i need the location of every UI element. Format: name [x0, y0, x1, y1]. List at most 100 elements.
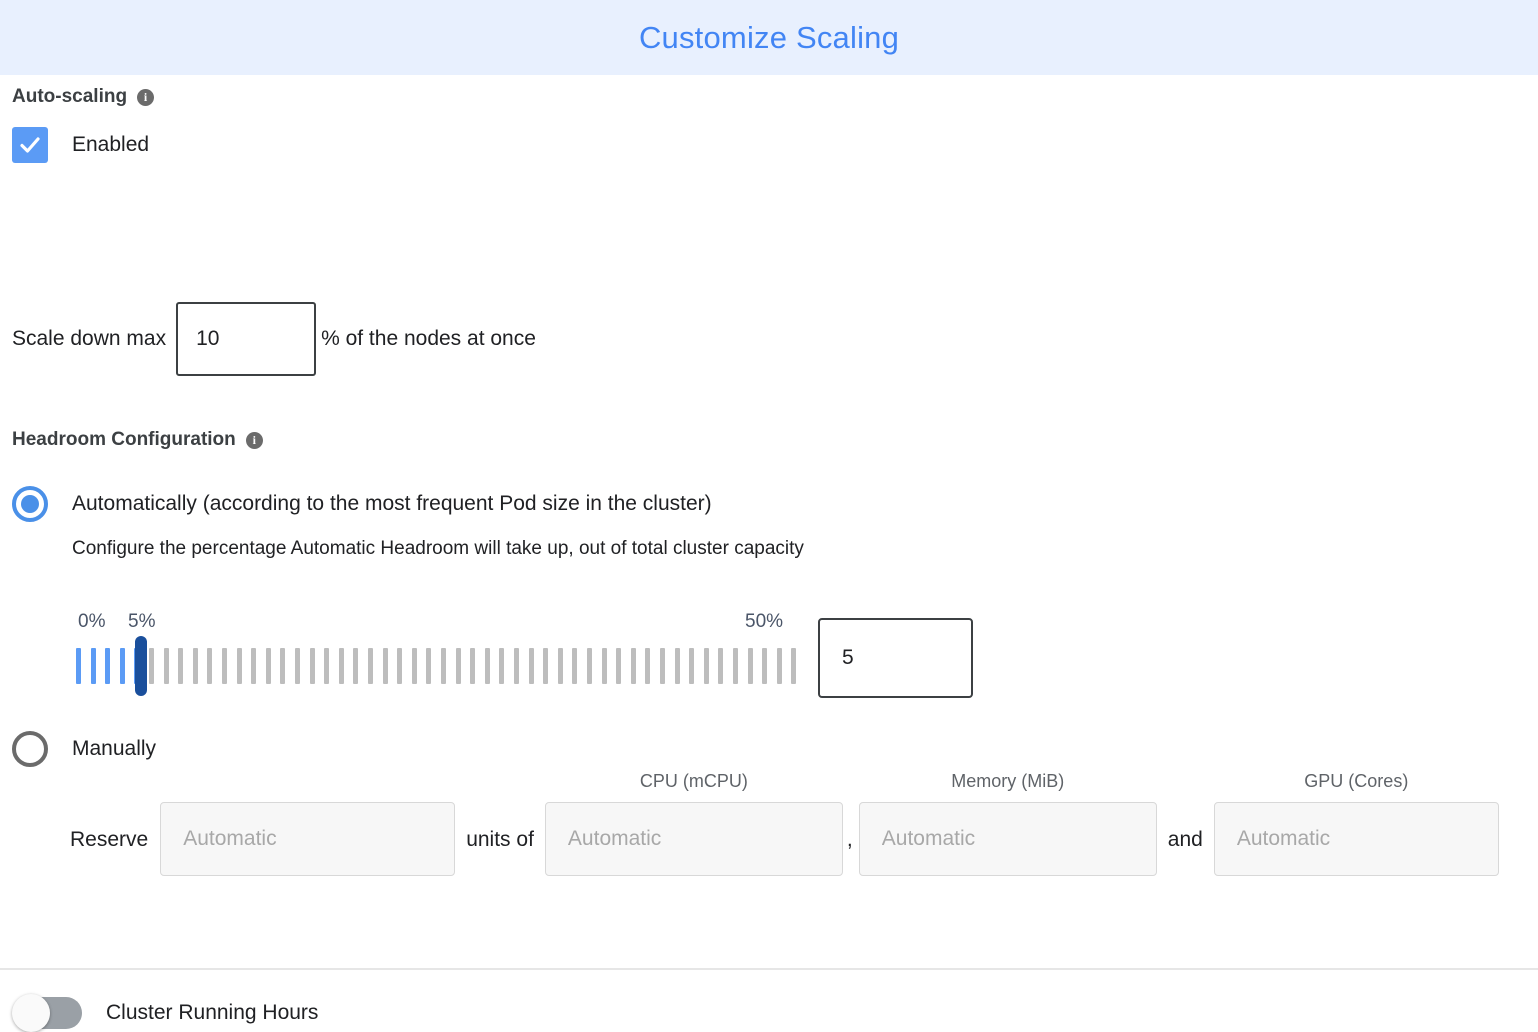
cpu-input[interactable]: [544, 802, 843, 876]
slider-tick: [411, 648, 417, 684]
auto-scaling-enabled-checkbox[interactable]: [12, 127, 48, 163]
comma-separator: ,: [846, 828, 853, 851]
slider-tick: [265, 648, 271, 684]
headroom-automatic-description: Configure the percentage Automatic Headr…: [72, 538, 804, 559]
slider-tick: [295, 648, 300, 684]
slider-tick: [747, 648, 753, 684]
reserve-label: Reserve: [70, 828, 149, 851]
slider-tick: [528, 648, 534, 684]
slider-tick: [455, 648, 461, 684]
auto-scaling-enabled-label: Enabled: [72, 133, 150, 156]
headroom-percentage-slider[interactable]: 0% 5% 50%: [0, 605, 1000, 715]
slider-track[interactable]: [76, 636, 810, 696]
radio-dot-icon: [21, 495, 39, 513]
slider-tick: [192, 648, 198, 684]
cluster-running-hours-toggle[interactable]: [12, 994, 82, 1032]
cluster-running-hours-label: Cluster Running Hours: [106, 1001, 319, 1024]
slider-tick: [105, 648, 111, 684]
slider-tick: [645, 648, 651, 684]
slider-tick: [689, 648, 695, 684]
slider-min-label: 0%: [78, 611, 106, 632]
auto-scaling-label-text: Auto-scaling: [12, 86, 128, 107]
gpu-input[interactable]: [1213, 802, 1499, 876]
slider-tick: [149, 648, 154, 684]
slider-tick: [397, 648, 403, 684]
slider-tick: [572, 648, 578, 684]
slider-tick: [163, 648, 169, 684]
slider-tick: [236, 648, 242, 684]
headroom-option-manual-row[interactable]: Manually: [12, 731, 156, 767]
gpu-caption: GPU (Cores): [1304, 771, 1409, 791]
slider-tick: [718, 648, 724, 684]
check-icon: [20, 137, 40, 153]
reserve-units-input[interactable]: [160, 802, 456, 876]
slider-tick: [119, 648, 125, 684]
slider-tick: [222, 648, 227, 684]
info-icon[interactable]: i: [137, 88, 155, 106]
slider-tick: [660, 648, 665, 684]
slider-tick: [776, 648, 782, 684]
gpu-field-group: GPU (Cores): [1213, 771, 1499, 876]
slider-tick: [207, 648, 213, 684]
slider-value-label: 5%: [128, 611, 156, 632]
slider-tick: [514, 648, 519, 684]
slider-tick: [338, 648, 344, 684]
slider-tick: [382, 648, 388, 684]
slider-tick: [484, 648, 490, 684]
headroom-option-manual-label: Manually: [72, 737, 157, 760]
auto-scaling-section-label: Auto-scaling i: [12, 86, 155, 108]
slider-tick: [587, 648, 592, 684]
scale-down-max-row: Scale down max % of the nodes at once: [12, 302, 536, 376]
scale-down-max-suffix: % of the nodes at once: [321, 327, 536, 350]
dialog-header: Customize Scaling: [0, 0, 1538, 75]
slider-tick: [368, 648, 373, 684]
slider-max-label: 50%: [745, 611, 784, 632]
scale-down-max-input[interactable]: [176, 302, 317, 376]
slider-tick: [557, 648, 563, 684]
headroom-option-automatic-label: Automatically (according to the most fre…: [72, 492, 712, 515]
auto-scaling-enabled-row[interactable]: Enabled: [12, 127, 149, 163]
memory-input[interactable]: [858, 802, 1157, 876]
slider-tick: [499, 648, 505, 684]
slider-tick: [616, 648, 622, 684]
page-title: Customize Scaling: [638, 19, 900, 55]
headroom-section-label: Headroom Configuration i: [12, 429, 263, 451]
cpu-caption: CPU (mCPU): [639, 771, 748, 791]
slider-tick: [674, 648, 680, 684]
slider-tick: [76, 648, 81, 684]
units-of-label: units of: [466, 828, 534, 851]
manual-reserve-row: Reserve units of CPU (mCPU) , Memory (Mi…: [70, 771, 1499, 876]
scale-down-max-label: Scale down max: [12, 327, 167, 350]
and-label: and: [1167, 828, 1203, 851]
slider-tick: [280, 648, 286, 684]
headroom-radio-automatic[interactable]: [12, 486, 48, 522]
cluster-running-hours-row[interactable]: Cluster Running Hours: [12, 994, 319, 1032]
slider-tick: [426, 648, 432, 684]
info-icon[interactable]: i: [245, 431, 263, 449]
slider-tick: [90, 648, 96, 684]
bottom-divider: [0, 968, 1538, 970]
slider-tick: [178, 648, 184, 684]
headroom-option-automatic-row[interactable]: Automatically (according to the most fre…: [12, 486, 712, 522]
headroom-radio-manual[interactable]: [12, 731, 48, 767]
slider-handle[interactable]: [134, 636, 147, 696]
slider-tick: [601, 648, 607, 684]
headroom-label-text: Headroom Configuration: [12, 429, 236, 450]
slider-tick: [441, 648, 446, 684]
slider-tick: [251, 648, 257, 684]
slider-tick: [309, 648, 315, 684]
slider-tick: [703, 648, 709, 684]
slider-tick: [733, 648, 738, 684]
reserve-units-field-group: [160, 771, 456, 876]
cpu-field-group: CPU (mCPU): [544, 771, 843, 876]
slider-tick: [324, 648, 330, 684]
slider-tick: [470, 648, 476, 684]
headroom-percentage-input[interactable]: [818, 618, 973, 698]
memory-caption: Memory (MiB): [951, 771, 1065, 791]
slider-tick: [353, 648, 359, 684]
memory-field-group: Memory (MiB): [858, 771, 1157, 876]
slider-tick: [543, 648, 549, 684]
slider-tick: [791, 648, 797, 684]
slider-tick: [762, 648, 768, 684]
slider-tick: [630, 648, 636, 684]
